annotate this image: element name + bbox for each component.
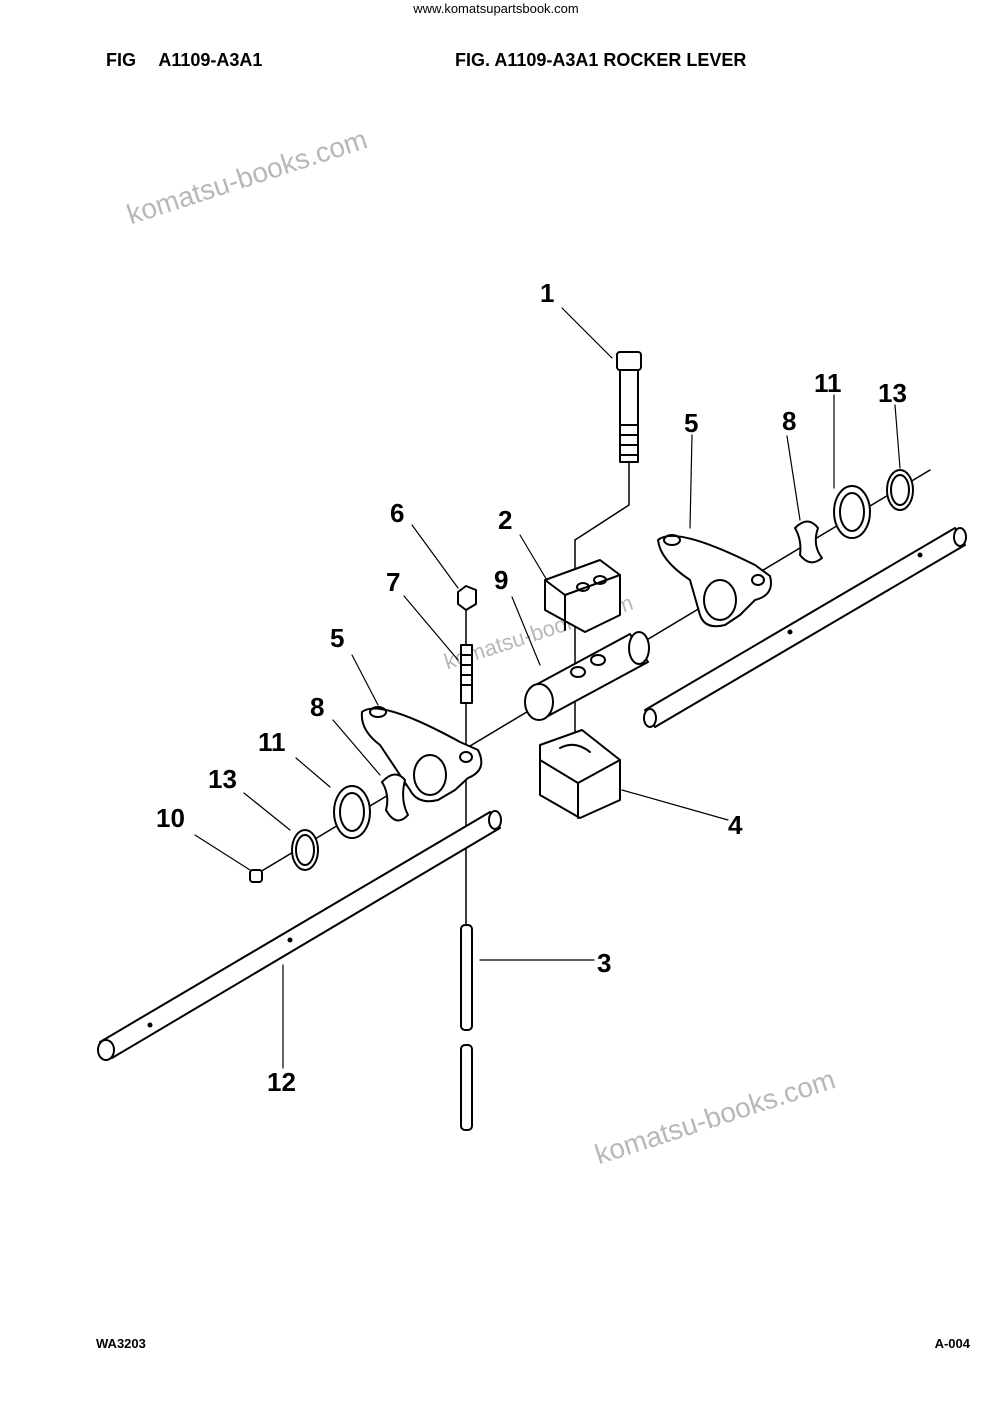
callout-7: 7: [386, 567, 401, 597]
bracket-part-2: [544, 559, 621, 633]
callout-8: 8: [782, 406, 797, 436]
figure-title: FIG. A1109-A3A1 ROCKER LEVER: [455, 50, 747, 70]
callout-10: 10: [156, 803, 185, 833]
leader-lines: [194, 307, 901, 1069]
adjusting-screw-part-7: [460, 644, 473, 704]
nut-part-6: [457, 585, 477, 611]
callout-2: 2: [498, 505, 513, 535]
callout-8: 8: [310, 692, 325, 722]
footer-page-number: A-004: [934, 1336, 970, 1351]
spring-part-8-right: [794, 520, 823, 564]
callout-5: 5: [330, 623, 345, 653]
footer-model: WA3203: [96, 1336, 146, 1351]
rocker-arm-part-5-left: [360, 706, 483, 803]
bracket-part-4: [539, 729, 621, 819]
site-url[interactable]: www.komatsupartsbook.com: [413, 1, 579, 16]
pivot-tube-part-9: [524, 631, 650, 721]
bolt-part-1: [574, 351, 642, 541]
callout-3: 3: [597, 948, 612, 978]
snap-ring-part-13-left: [291, 829, 319, 871]
callout-6: 6: [390, 498, 405, 528]
callout-4: 4: [728, 810, 743, 840]
spring-part-8-left: [381, 773, 409, 822]
washer-part-11-left: [333, 785, 371, 839]
washer-part-11-right: [833, 485, 871, 539]
callout-11: 11: [814, 368, 842, 398]
figure-number: FIG A1109-A3A1: [106, 50, 263, 70]
snap-ring-part-13-right: [886, 469, 914, 511]
plug-part-10: [249, 869, 263, 883]
shaft-part-12: [97, 527, 967, 1061]
callout-13: 13: [878, 378, 907, 408]
callout-1: 1: [540, 278, 555, 308]
callout-11: 11: [258, 727, 286, 757]
callout-12: 12: [267, 1067, 296, 1097]
callout-5: 5: [684, 408, 699, 438]
callout-9: 9: [494, 565, 509, 595]
push-rod-part-3: [460, 924, 473, 1131]
rocker-arm-part-5-right: [657, 534, 772, 628]
callout-13: 13: [208, 764, 237, 794]
